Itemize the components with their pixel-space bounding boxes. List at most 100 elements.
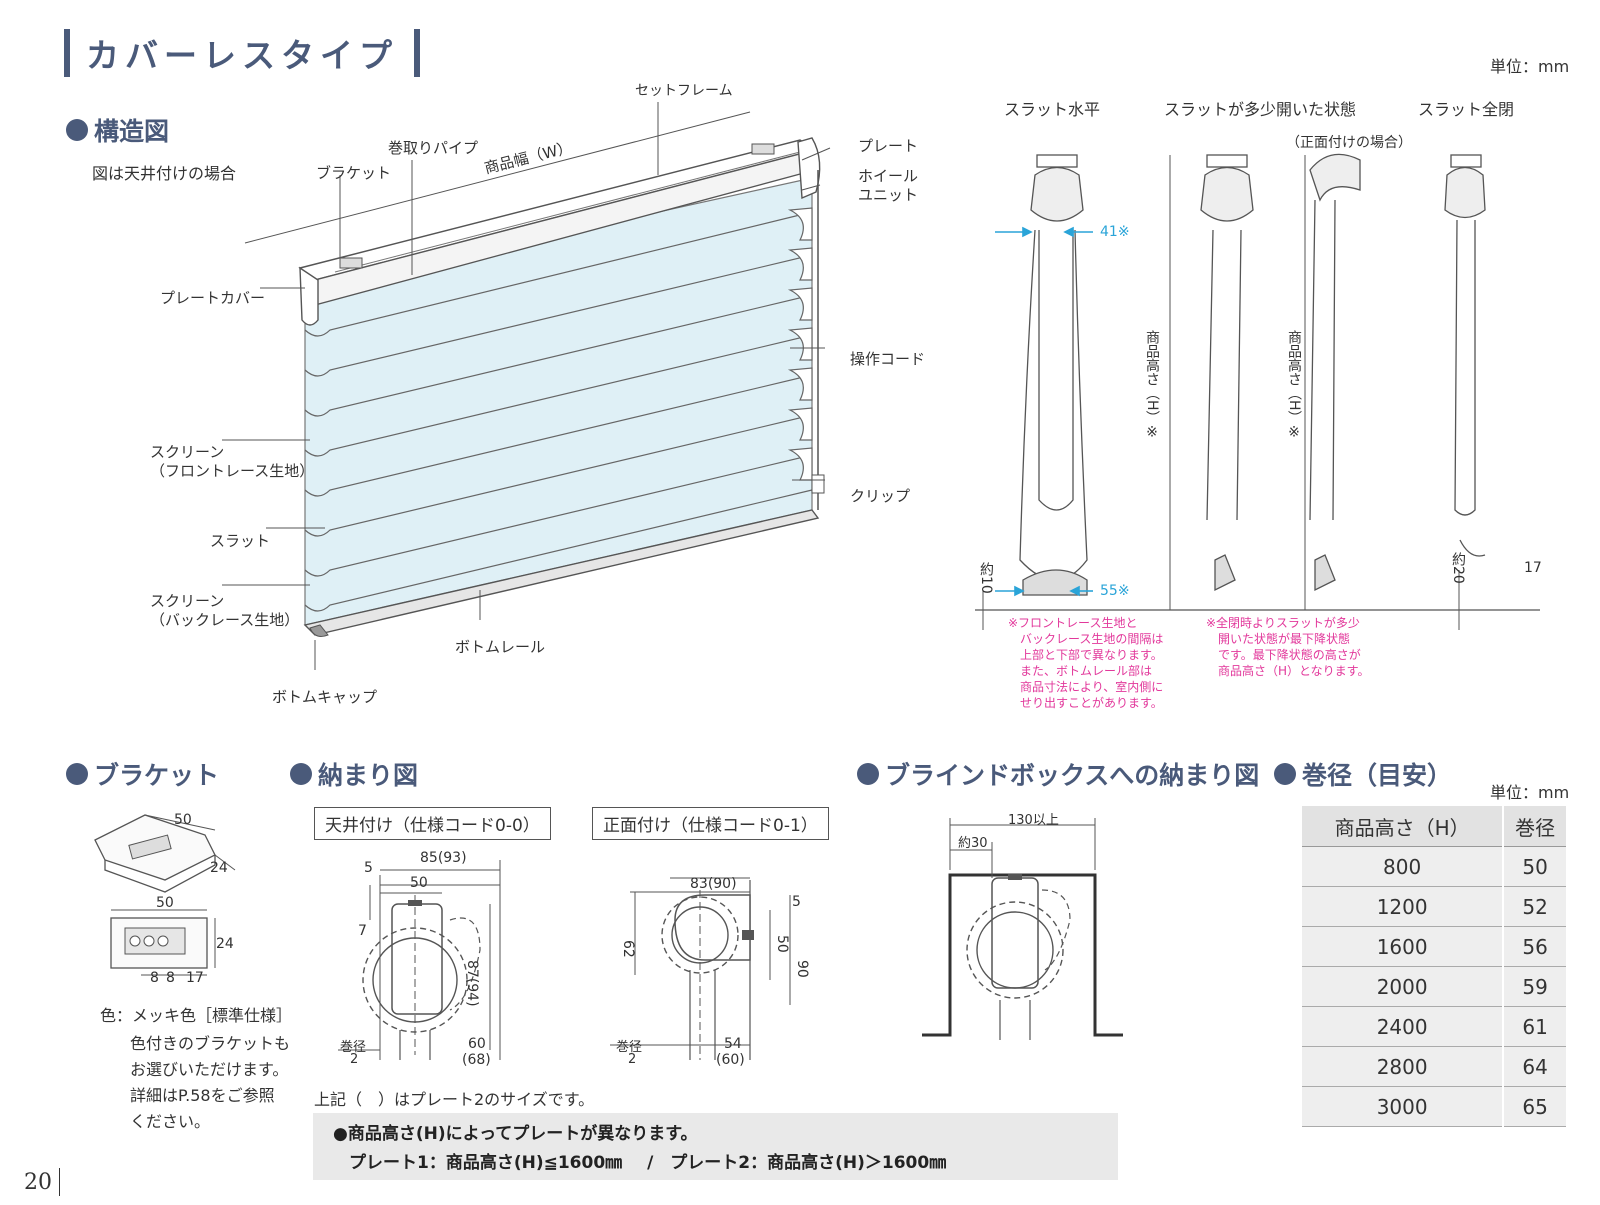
front-mount-label: 正面付け（仕様コード0-1） bbox=[592, 807, 829, 840]
dim-17: 17 bbox=[1524, 560, 1542, 576]
unit-top: 単位：mm bbox=[1490, 57, 1570, 76]
label-operation-cord: 操作コード bbox=[850, 350, 926, 368]
structure-caption: 図は天井付けの場合 bbox=[92, 164, 237, 183]
label-screen-back-2: （バックレース生地） bbox=[150, 611, 300, 629]
col-header-diameter: 巻径 bbox=[1503, 806, 1566, 847]
label-bottom-cap: ボトムキャップ bbox=[272, 688, 378, 706]
winding-heading-text: 巻径（目安） bbox=[1302, 761, 1453, 790]
width-dim-line bbox=[244, 111, 751, 244]
wheel-unit bbox=[797, 137, 821, 200]
label-plate: プレート bbox=[858, 137, 919, 155]
front-dim-50: 50 bbox=[774, 935, 790, 953]
slat-sections-diagram bbox=[975, 153, 1540, 630]
heading-bullet-icon bbox=[857, 763, 879, 785]
front-dim-60: (60) bbox=[716, 1052, 745, 1068]
slat-horizontal-label: スラット水平 bbox=[1004, 100, 1101, 119]
bracket-dim-17: 17 bbox=[186, 970, 204, 986]
paren-note: 上記（ ）はプレート2のサイズです。 bbox=[314, 1090, 595, 1109]
front-dim-83: 83(90) bbox=[690, 876, 737, 892]
cyan-dim-arrows bbox=[995, 226, 1093, 597]
bracket-dim-50b: 50 bbox=[156, 895, 174, 911]
bracket-left bbox=[339, 257, 363, 269]
fitting-heading-text: 納まり図 bbox=[318, 761, 419, 790]
cell-height: 3000 bbox=[1302, 1086, 1505, 1127]
front-mount-note: （正面付けの場合） bbox=[1286, 135, 1412, 151]
cell-height: 2400 bbox=[1302, 1006, 1505, 1047]
height-label-1: 商品高さ（H）※ bbox=[1144, 330, 1160, 441]
col-header-height: 商品高さ（H） bbox=[1302, 806, 1505, 847]
cell-height: 2800 bbox=[1302, 1046, 1505, 1087]
plate-note-line1: ●商品高さ(H)によってプレートが異なります。 bbox=[333, 1124, 698, 1144]
front-mount-drawing bbox=[610, 877, 791, 1060]
blind-box-heading: ブラインドボックスへの納まり図 bbox=[857, 756, 1259, 792]
heading-bullet-icon bbox=[1274, 763, 1296, 785]
page-number-divider bbox=[59, 1168, 60, 1196]
bracket-color-note-1: 色付きのブラケットも bbox=[130, 1034, 291, 1053]
structure-diagram bbox=[222, 102, 831, 670]
section-partly-open bbox=[1200, 154, 1254, 592]
bracket-heading-text: ブラケット bbox=[94, 761, 220, 790]
bracket-dim-50a: 50 bbox=[174, 812, 192, 828]
cell-height: 1200 bbox=[1302, 886, 1505, 927]
ceiling-dim-85: 85(93) bbox=[420, 850, 467, 866]
ceiling-mount-drawing bbox=[338, 860, 501, 1060]
label-bottom-rail: ボトムレール bbox=[455, 638, 546, 656]
clip bbox=[811, 474, 825, 494]
bracket-heading: ブラケット bbox=[66, 756, 219, 792]
heading-bullet-icon bbox=[66, 119, 88, 141]
blind-box-dim-130: 130以上 bbox=[1008, 813, 1059, 828]
bracket-color-note-2: お選びいただけます。 bbox=[130, 1060, 289, 1079]
ceiling-dim-87: 87(94) bbox=[464, 960, 480, 1007]
ceiling-dim-60: 60 bbox=[468, 1036, 486, 1052]
cell-diameter: 65 bbox=[1503, 1086, 1566, 1127]
cell-diameter: 61 bbox=[1503, 1006, 1566, 1047]
ceiling-winding-label: 巻径 bbox=[340, 1040, 367, 1055]
front-dim-90: 90 bbox=[794, 960, 810, 978]
leader-lines bbox=[222, 102, 831, 670]
ceiling-dim-68: (68) bbox=[462, 1052, 491, 1068]
winding-unit: 単位：mm bbox=[1490, 783, 1570, 802]
structure-heading-text: 構造図 bbox=[94, 117, 170, 146]
ceiling-dim-2: 2 bbox=[350, 1052, 359, 1067]
blind-box-drawing bbox=[922, 818, 1123, 1040]
cell-height: 2000 bbox=[1302, 966, 1505, 1007]
height-label-2: 商品高さ（H）※ bbox=[1286, 330, 1302, 441]
page-title: カバーレスタイプ bbox=[64, 28, 420, 78]
bracket-drawing bbox=[94, 814, 236, 976]
ceiling-dim-50: 50 bbox=[410, 875, 428, 891]
dim-about-10: 約10 bbox=[978, 562, 994, 594]
bracket-color-label: 色：メッキ色［標準仕様］ bbox=[100, 1006, 293, 1025]
slat-fully-closed-label: スラット全閉 bbox=[1418, 100, 1515, 119]
dim-55: 55※ bbox=[1100, 583, 1130, 599]
front-dim-2: 2 bbox=[628, 1052, 637, 1067]
blind-box-heading-text: ブラインドボックスへの納まり図 bbox=[885, 761, 1260, 790]
fitting-drawings bbox=[338, 860, 791, 1060]
cell-diameter: 52 bbox=[1503, 886, 1566, 927]
cell-diameter: 56 bbox=[1503, 926, 1566, 967]
heading-bullet-icon bbox=[66, 763, 88, 785]
front-dim-54: 54 bbox=[724, 1036, 742, 1052]
title-bar-left bbox=[64, 29, 70, 77]
plate-cover-left bbox=[299, 266, 319, 326]
bracket-color-note-3: 詳細はP.58をご参照 bbox=[130, 1086, 275, 1105]
bracket-dim-24a: 24 bbox=[210, 860, 228, 876]
ceiling-dim-5: 5 bbox=[364, 860, 373, 876]
slat-note-right: ※全閉時よりスラットが多少 開いた状態が最下降状態 です。最下降状態の高さが 商… bbox=[1206, 616, 1370, 678]
section-horizontal bbox=[1019, 154, 1088, 596]
dim-41: 41※ bbox=[1100, 224, 1130, 240]
ceiling-mount-label: 天井付け（仕様コード0-0） bbox=[314, 807, 551, 840]
blind-box-dim-30: 約30 bbox=[958, 836, 988, 851]
label-bracket: ブラケット bbox=[316, 164, 392, 182]
page-number: 20 bbox=[24, 1170, 52, 1195]
front-winding-label: 巻径 bbox=[616, 1040, 643, 1055]
label-winding-pipe: 巻取りパイプ bbox=[388, 139, 479, 157]
bracket-color-note-4: ください。 bbox=[130, 1112, 211, 1131]
label-clip: クリップ bbox=[850, 487, 911, 505]
slat-curls bbox=[787, 207, 813, 481]
